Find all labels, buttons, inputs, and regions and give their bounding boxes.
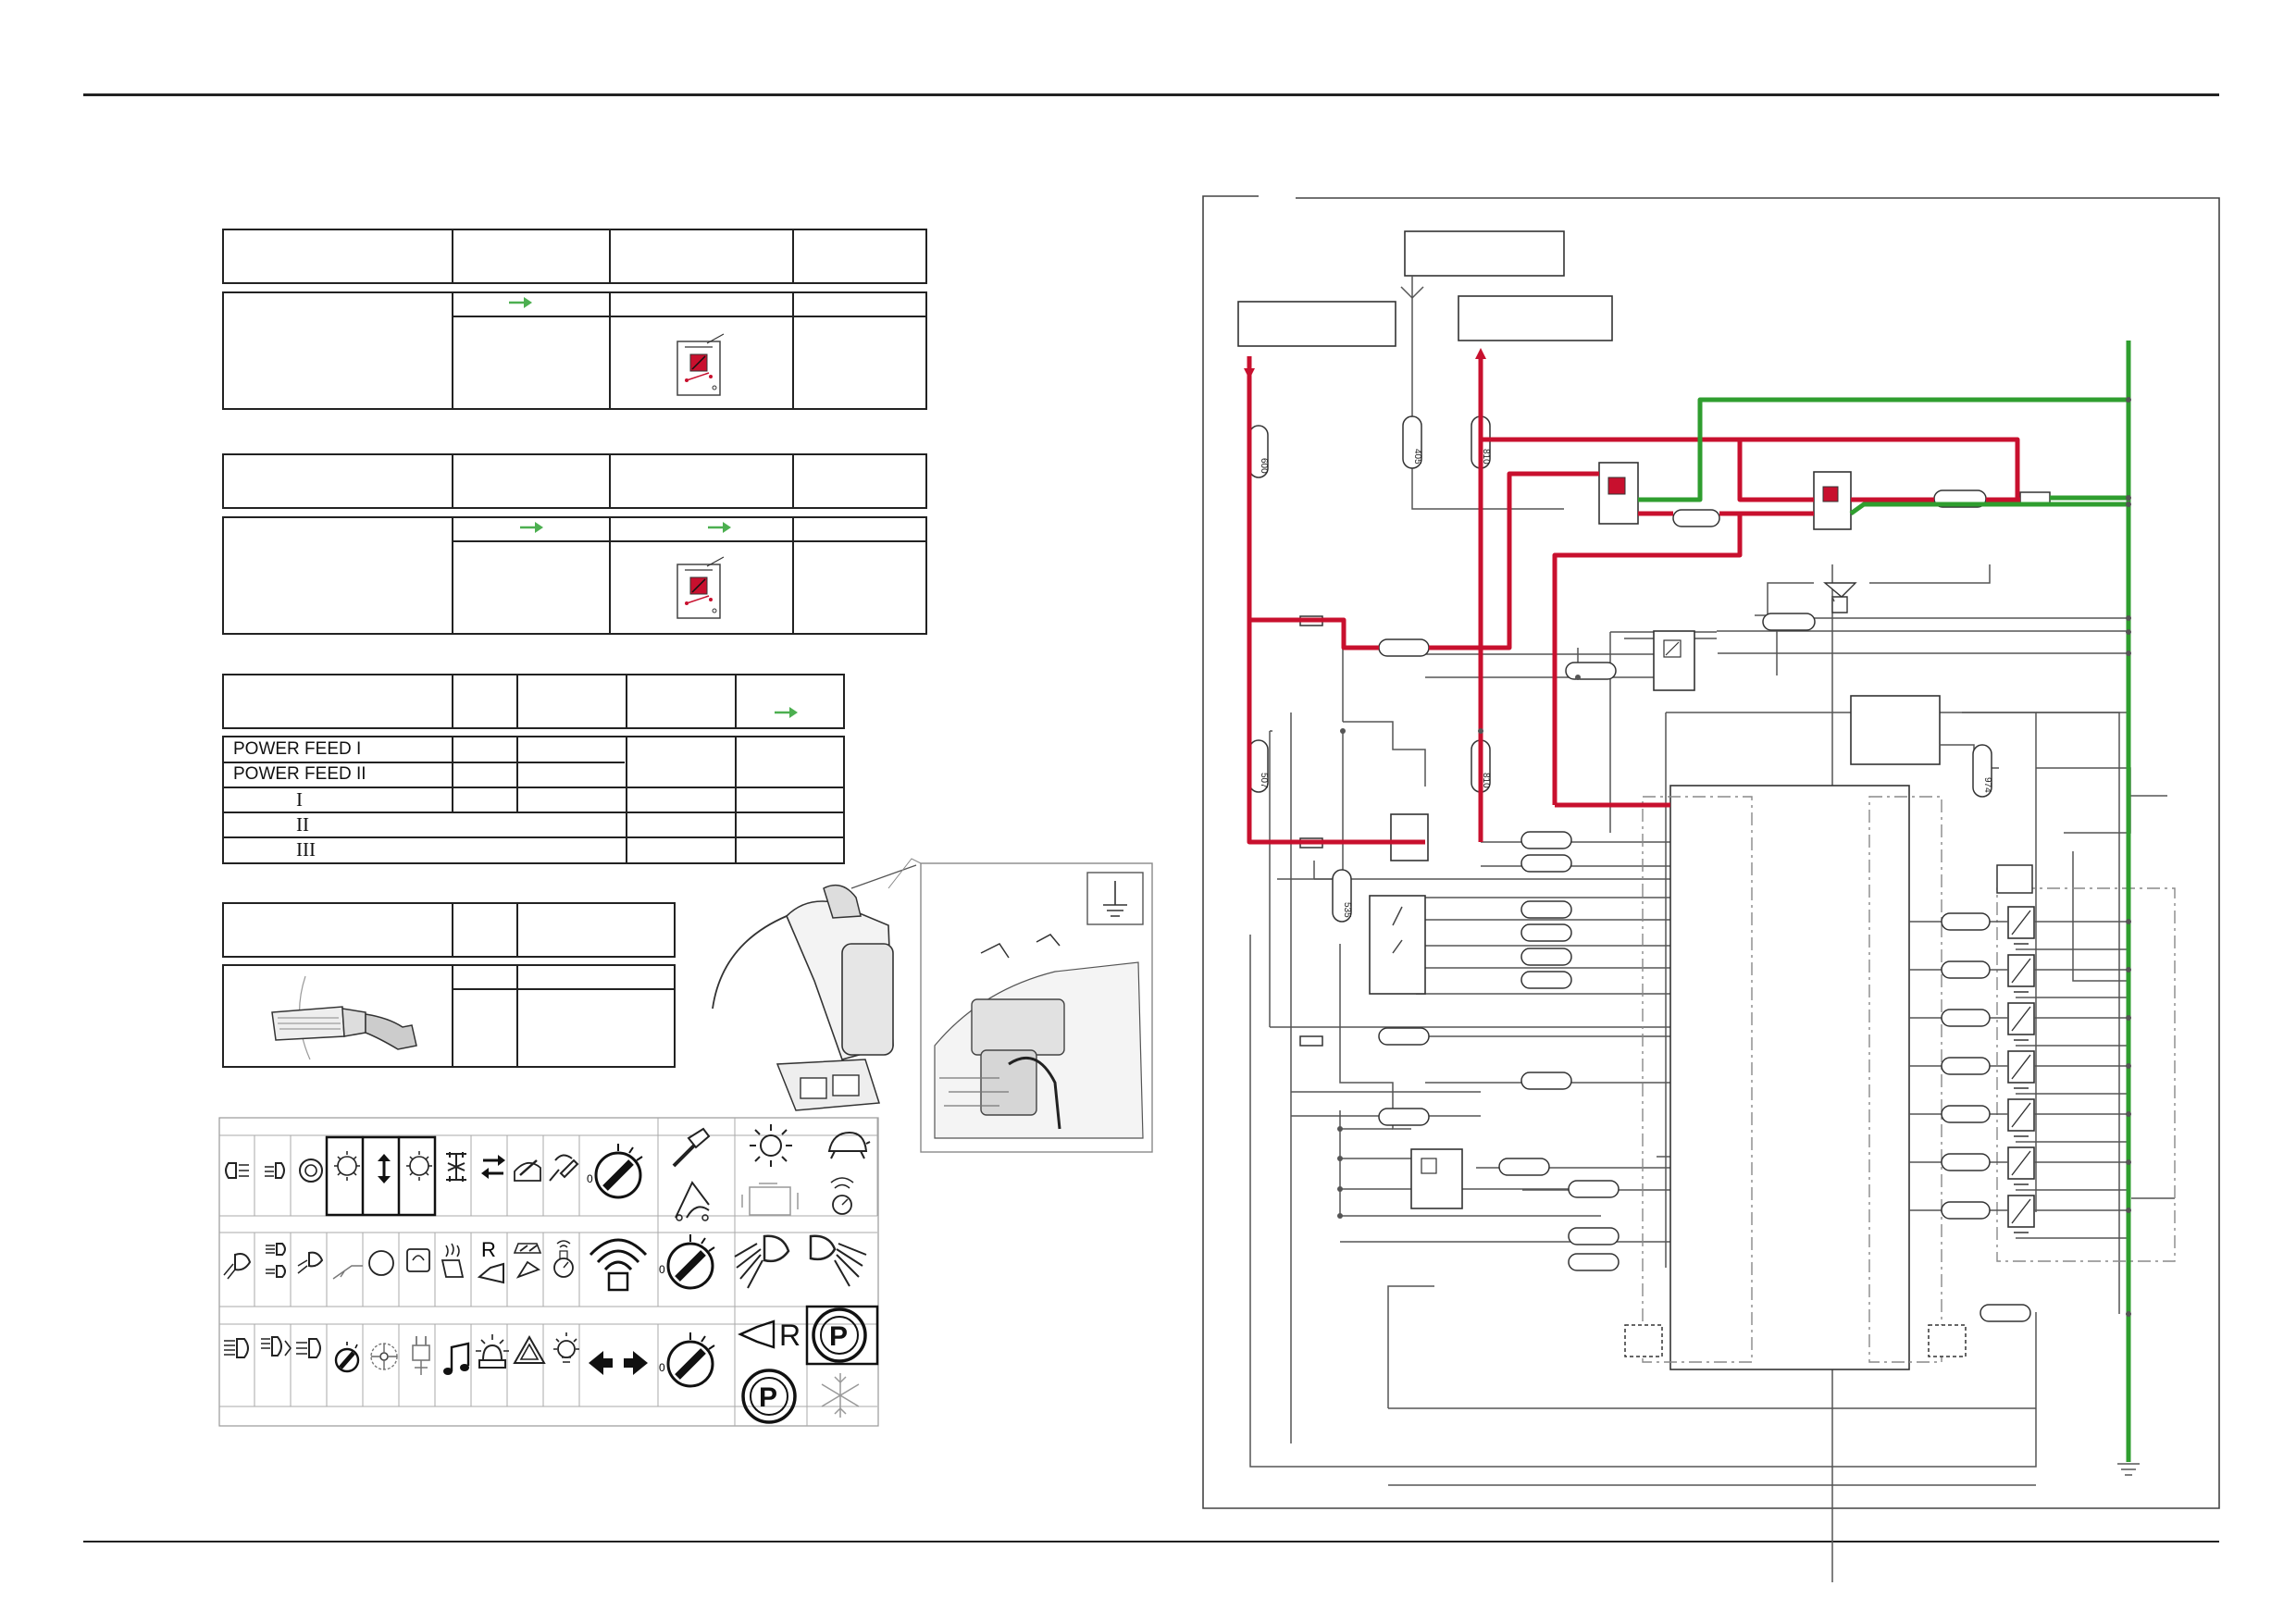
top-center-box bbox=[1404, 230, 1565, 277]
green-ground-wires bbox=[1638, 341, 2131, 1462]
headlight-icon bbox=[225, 1162, 249, 1179]
ignition-key-3-icon: 0 bbox=[659, 1332, 715, 1388]
excavator-icon bbox=[675, 1181, 710, 1221]
wire-label-3: 810 bbox=[1481, 449, 1491, 465]
reverse-alarm-icon: R bbox=[738, 1319, 800, 1352]
table-4-body bbox=[222, 964, 676, 1068]
table-2-relay-icon bbox=[676, 556, 725, 619]
parking-brake-icon: P bbox=[812, 1307, 867, 1363]
ignition-key-2-icon: 0 bbox=[659, 1234, 715, 1290]
rotating-beacon-icon bbox=[476, 1334, 509, 1369]
four-wheel-drive-icon bbox=[446, 1152, 466, 1182]
reverse-horn-icon: R bbox=[477, 1238, 504, 1284]
ignition-key-icon: 0 bbox=[587, 1144, 643, 1199]
table-3-arrow-icon bbox=[775, 707, 798, 718]
table-1-relay-icon bbox=[676, 333, 725, 396]
side-beam-icon bbox=[297, 1251, 324, 1274]
table-1-header bbox=[222, 229, 927, 284]
relay-red-1 bbox=[1598, 462, 1639, 525]
horn-icon bbox=[1823, 582, 1857, 613]
operator-cab-illustration bbox=[712, 858, 1153, 1153]
bottom-rule bbox=[83, 1541, 2219, 1542]
hammer-icon bbox=[672, 1127, 711, 1168]
beam-switch-icon bbox=[266, 1243, 286, 1278]
full-beam-icon bbox=[224, 1338, 249, 1358]
relay-lower-left bbox=[1410, 1148, 1463, 1209]
ecu-box bbox=[1669, 785, 1910, 1370]
table-3-header bbox=[222, 674, 845, 729]
table-1-arrow-icon bbox=[509, 297, 532, 308]
wire-label-5: 810 bbox=[1481, 773, 1491, 788]
de-icing-icon bbox=[821, 1373, 860, 1418]
mirror-icon bbox=[406, 1248, 430, 1272]
wire-label-1: 600 bbox=[1259, 458, 1269, 474]
power-feed-1-label: POWER FEED I bbox=[233, 739, 362, 759]
stalk-switch-illustration bbox=[271, 975, 417, 1060]
plug-icon bbox=[412, 1336, 430, 1375]
up-down-arrow-icon bbox=[378, 1154, 391, 1183]
red-power-wires bbox=[1247, 356, 2020, 845]
floodlight-left-icon bbox=[734, 1234, 790, 1289]
control-module-box bbox=[1850, 695, 1941, 765]
beam-toggle-icon bbox=[261, 1336, 292, 1357]
rotary-knob-icon bbox=[334, 1342, 360, 1373]
wire-label-2: 405 bbox=[1412, 449, 1422, 465]
position-2-label: II bbox=[296, 813, 309, 836]
position-1-label: I bbox=[296, 788, 303, 811]
seat-heater-icon bbox=[441, 1243, 465, 1278]
svg-text:0: 0 bbox=[659, 1263, 665, 1276]
hazard-icon bbox=[513, 1334, 546, 1364]
table-2-arrow-icon-2 bbox=[708, 522, 731, 533]
front-beam-icon bbox=[223, 1253, 252, 1280]
table-2-arrow-icon-1 bbox=[520, 522, 543, 533]
signal-icon bbox=[553, 1240, 574, 1278]
symbol-grid bbox=[218, 1117, 879, 1427]
table-3-body bbox=[222, 736, 845, 864]
table-2-header bbox=[222, 453, 927, 509]
svg-text:R: R bbox=[481, 1238, 496, 1261]
music-note-icon bbox=[443, 1342, 470, 1375]
engine-icon bbox=[741, 1183, 799, 1216]
wiper-rear-icon bbox=[513, 1243, 542, 1279]
remote-gauge-icon bbox=[830, 1177, 854, 1215]
wire-label-6: 535 bbox=[1342, 902, 1352, 918]
table-1-body bbox=[222, 291, 927, 410]
top-mid-box bbox=[1458, 295, 1613, 341]
washer-icon bbox=[549, 1154, 579, 1182]
shuttle-direction-icon bbox=[481, 1155, 505, 1179]
table-2-body bbox=[222, 516, 927, 635]
work-light-front-icon bbox=[334, 1151, 360, 1181]
parking-brake-2-icon: P bbox=[741, 1369, 797, 1424]
parking-light-icon bbox=[299, 1158, 323, 1183]
table-4-header bbox=[222, 902, 676, 958]
floodlight-right-icon bbox=[809, 1234, 867, 1287]
output-driver-stack bbox=[2007, 906, 2035, 1233]
wiring-schematic: 600 405 810 507 810 535 974 bbox=[1202, 195, 2220, 1582]
position-3-label: III bbox=[296, 838, 316, 861]
wire-label-4: 507 bbox=[1259, 773, 1269, 788]
svg-text:R: R bbox=[779, 1319, 800, 1352]
top-rule bbox=[83, 93, 2219, 96]
relay-left-2 bbox=[1369, 895, 1426, 995]
boom-icon bbox=[332, 1265, 363, 1280]
beacon-wave-icon bbox=[589, 1238, 648, 1292]
svg-text:0: 0 bbox=[587, 1172, 593, 1185]
dip-beam-icon bbox=[296, 1338, 321, 1358]
circle-icon bbox=[368, 1250, 394, 1276]
wiper-icon bbox=[514, 1159, 541, 1182]
fan-icon bbox=[370, 1343, 398, 1370]
left-right-arrow-icon bbox=[589, 1351, 648, 1375]
svg-text:0: 0 bbox=[659, 1361, 665, 1374]
top-left-box bbox=[1237, 301, 1396, 347]
wire-label-7: 974 bbox=[1982, 777, 1992, 793]
sun-light-icon bbox=[750, 1124, 792, 1167]
dipped-beam-icon bbox=[265, 1162, 285, 1179]
power-feed-2-label: POWER FEED II bbox=[233, 764, 366, 784]
turtle-slow-icon bbox=[827, 1131, 871, 1159]
bulb-icon bbox=[553, 1332, 579, 1363]
work-light-rear-icon bbox=[406, 1151, 432, 1181]
svg-text:P: P bbox=[829, 1321, 848, 1352]
svg-text:P: P bbox=[759, 1382, 777, 1413]
relay-left-1 bbox=[1390, 813, 1429, 861]
